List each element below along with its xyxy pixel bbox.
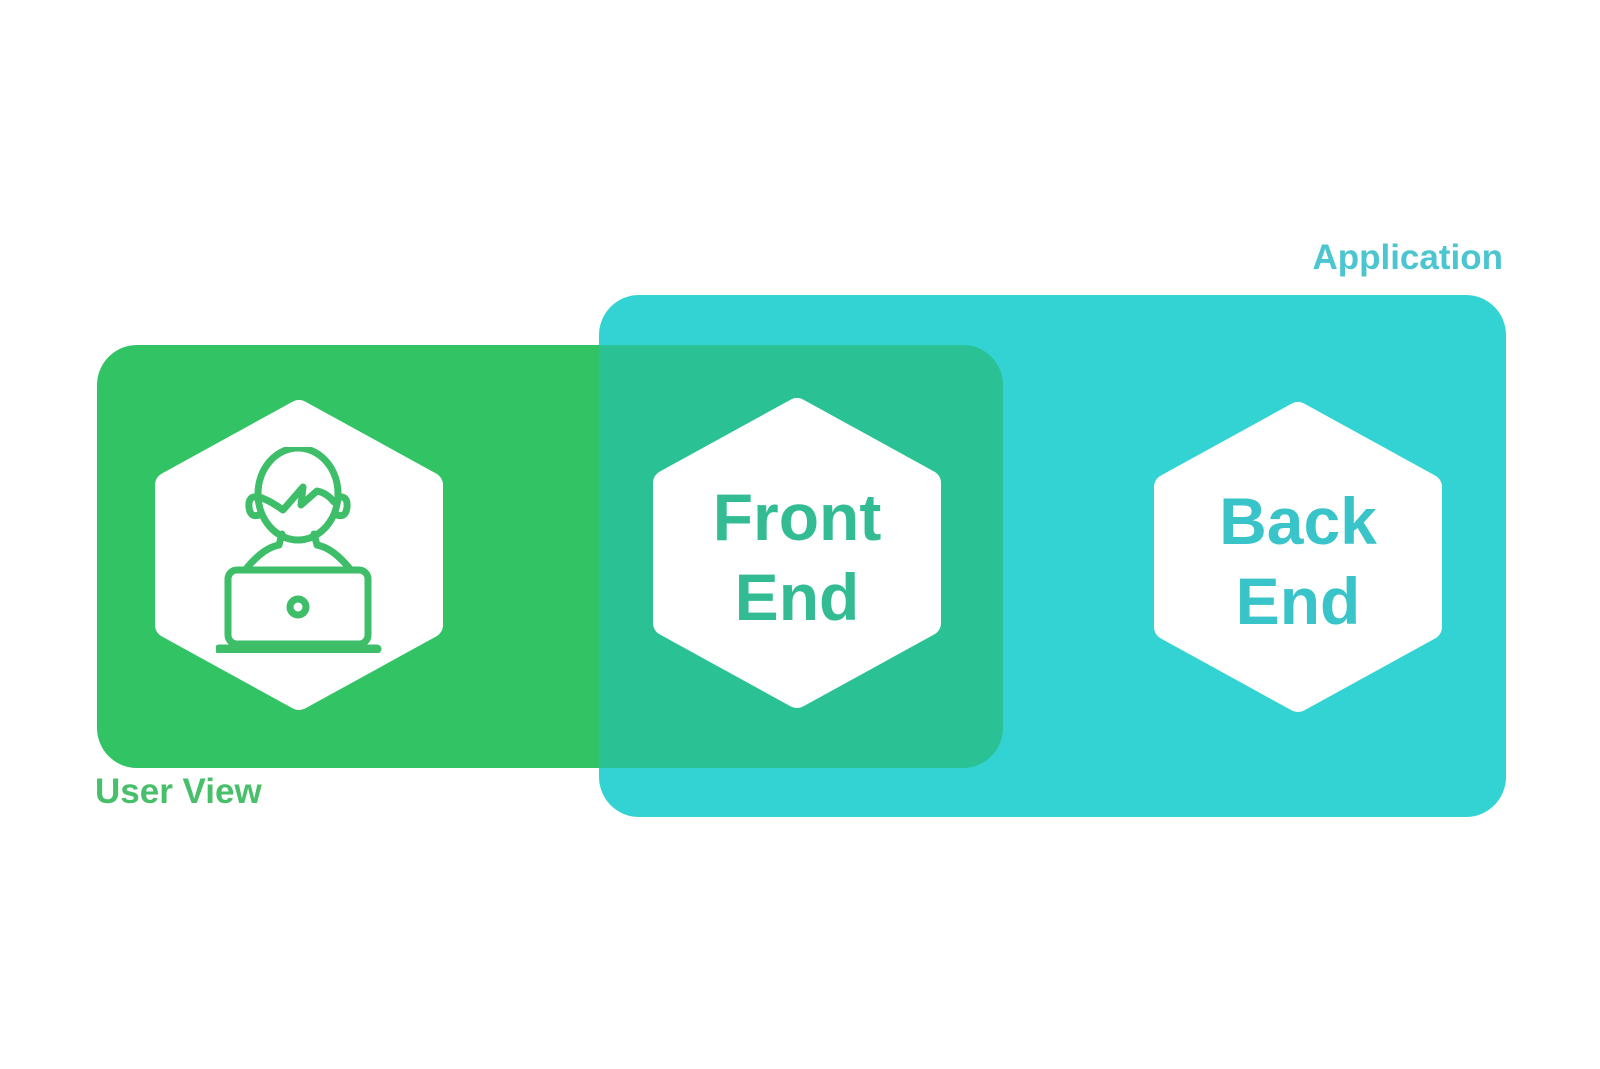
hex-text-line: End xyxy=(734,560,860,634)
user-view-label: User View xyxy=(95,772,262,811)
front-end-label: Front End xyxy=(651,395,943,711)
user-hexagon xyxy=(153,397,445,713)
back-end-hexagon: Back End xyxy=(1152,399,1444,715)
back-end-label: Back End xyxy=(1152,399,1444,715)
hex-text-line: End xyxy=(1235,564,1361,638)
hexagon-shape xyxy=(653,398,941,708)
application-label: Application xyxy=(1312,238,1503,277)
hex-text-line: Back xyxy=(1219,484,1377,558)
hex-text-line: Front xyxy=(712,480,882,554)
hexagon-shape xyxy=(1154,402,1442,712)
person-at-laptop-icon xyxy=(216,447,382,653)
front-end-hexagon: Front End xyxy=(651,395,943,711)
